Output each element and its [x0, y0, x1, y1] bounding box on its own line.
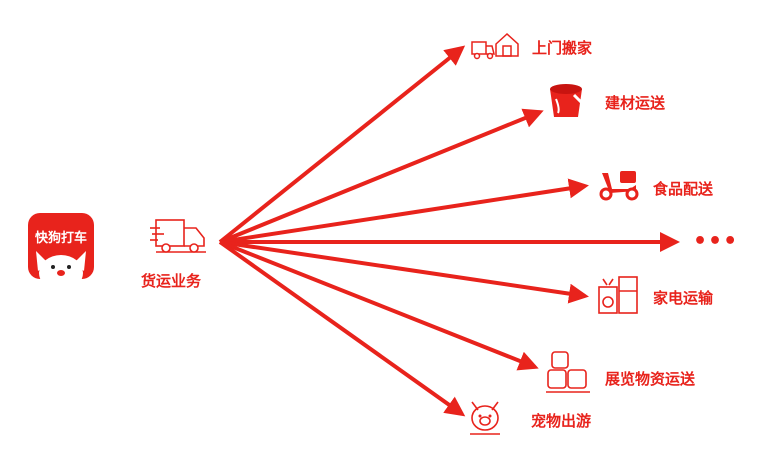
appliances-icon [598, 276, 638, 314]
arrow-appliances [219, 240, 589, 304]
arrow-pet [218, 240, 466, 417]
paint-bucket-icon [550, 84, 586, 117]
arrow-moving [218, 45, 466, 244]
service-label-exhibition: 展览物资运送 [605, 370, 696, 388]
service-label-pet: 宠物出游 [531, 412, 592, 430]
house-truck-icon [471, 32, 519, 60]
arrow-food [219, 178, 589, 244]
service-label-materials: 建材运送 [605, 94, 666, 112]
service-label-appliances: 家电运输 [653, 289, 714, 307]
service-label-food: 食品配送 [653, 180, 714, 198]
scooter-icon [599, 171, 639, 201]
service-label-moving: 上门搬家 [532, 39, 593, 57]
dog-face-icon [36, 251, 86, 279]
stacked-crates-icon [546, 351, 590, 393]
app-logo-text: 快狗打车 [34, 231, 87, 246]
arrow-materials [219, 108, 544, 244]
hub-label: 货运业务 [141, 272, 202, 290]
pet-face-icon [470, 401, 500, 435]
arrow-exhibition [219, 240, 539, 371]
delivery-truck-icon [150, 219, 206, 253]
more-indicator: ••• [693, 229, 739, 254]
app-logo: 快狗打车 [28, 213, 94, 279]
